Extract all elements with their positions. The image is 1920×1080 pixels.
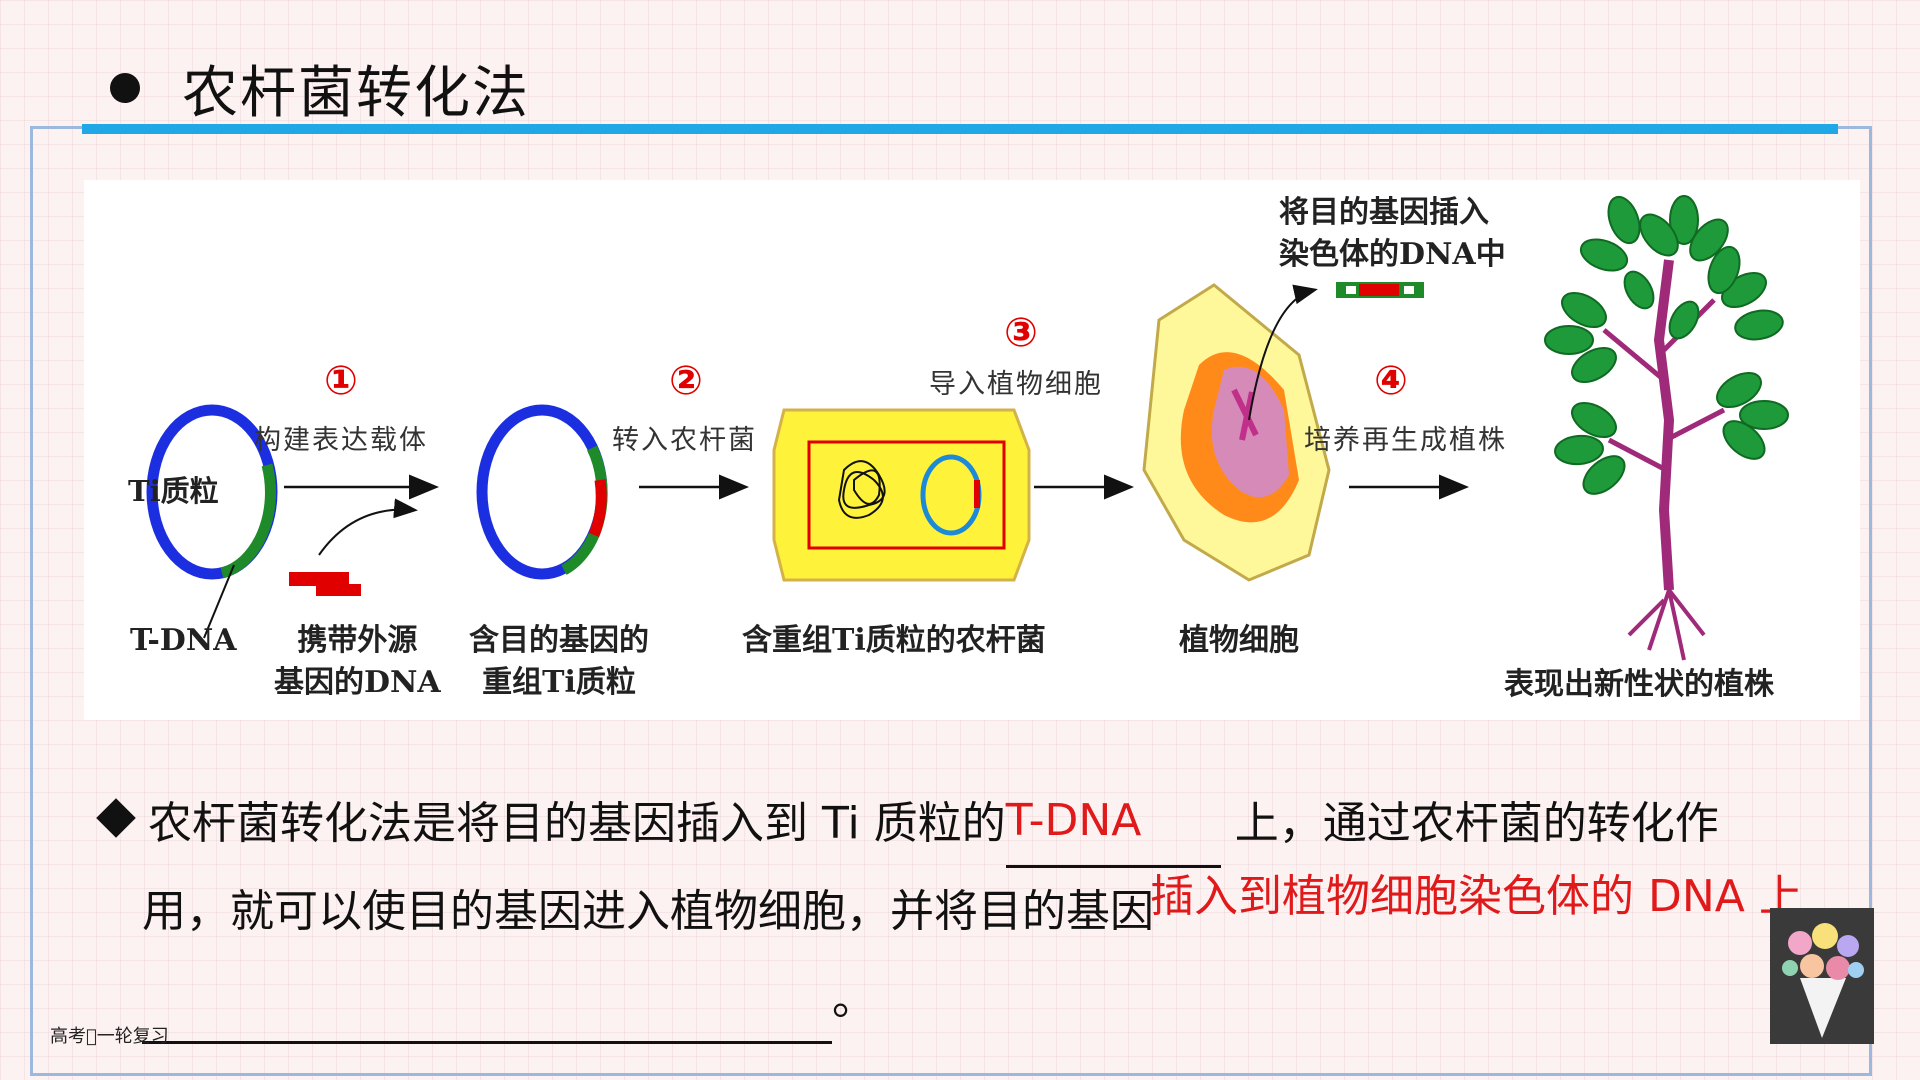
flower-bouquet-image <box>1770 908 1874 1044</box>
insert-label-line-2: 染色体的DNA中 <box>1279 237 1506 272</box>
insert-label: 将目的基因插入 染色体的DNA中 <box>1279 192 1506 276</box>
bouquet-graphic <box>1782 923 1864 1038</box>
paragraph-line-3: 。 <box>96 956 1856 1044</box>
title-row: 农杆菌转化法 <box>110 48 530 128</box>
footer-text: 高考 一轮复习 <box>50 1026 169 1047</box>
step-4-number: ④ <box>1374 358 1408 404</box>
answer-blank-1: T-DNA <box>1005 795 1221 868</box>
paragraph-line-2: 用，就可以使目的基因进入植物细胞，并将目的基因 <box>96 868 1856 956</box>
step-1-number: ① <box>324 358 358 404</box>
paragraph-part-1: 农杆菌转化法是将目的基因插入到 Ti 质粒的 <box>148 798 1006 849</box>
insert-label-line-1: 将目的基因插入 <box>1279 195 1489 230</box>
step-2-label: 转入农杆菌 <box>612 425 757 456</box>
agrobacterium <box>772 408 1031 582</box>
plant-cell <box>1142 283 1331 582</box>
donor-dna-label: 携带外源 基因的DNA <box>274 620 441 704</box>
ti-plasmid-label: Ti质粒 <box>128 474 219 508</box>
donor-label-line-2: 基因的DNA <box>274 665 441 700</box>
page-title: 农杆菌转化法 <box>182 60 530 126</box>
recombinant-plasmid-label: 含目的基因的 重组Ti质粒 <box>469 620 649 704</box>
paragraph-part-2: 上，通过农杆菌的转化作 <box>1220 798 1719 849</box>
plant-label: 表现出新性状的植株 <box>1504 667 1774 702</box>
donor-label-line-1: 携带外源 <box>297 623 418 658</box>
recomb-label-line-2: 重组Ti质粒 <box>482 665 636 700</box>
paragraph-part-3: 用，就可以使目的基因进入植物细胞，并将目的基因 <box>142 886 1154 937</box>
step-4-label: 培养再生成植株 <box>1304 425 1507 456</box>
title-underline <box>82 124 1838 134</box>
step-3-label: 导入植物细胞 <box>929 369 1103 400</box>
plant-cell-label: 植物细胞 <box>1179 623 1299 658</box>
ti-plasmid <box>146 404 278 639</box>
recombinant-plasmid <box>476 404 608 580</box>
tdna-label: T-DNA <box>130 623 237 658</box>
step-2-number: ② <box>669 358 703 404</box>
step-3-number: ③ <box>1004 310 1038 356</box>
transgenic-plant <box>1544 195 1789 661</box>
diamond-bullet <box>96 798 136 838</box>
answer-2: 插入到植物细胞染色体的 DNA 上 <box>1150 871 1803 922</box>
answer-1: T-DNA <box>1005 795 1142 846</box>
recomb-label-line-1: 含目的基因的 <box>469 623 649 658</box>
answer-blank-2 <box>142 981 832 1044</box>
donor-dna <box>289 498 418 596</box>
diagram-graphics <box>146 195 1789 661</box>
title-bullet <box>110 73 140 103</box>
paragraph-end: 。 <box>832 974 876 1025</box>
transformation-diagram: Ti质粒 T-DNA 携带外源 基因的DNA 含目的基因的 重组Ti质粒 含重组… <box>84 180 1860 720</box>
step-1-label: 构建表达载体 <box>254 425 428 456</box>
chromosome-dna-insert <box>1336 282 1424 298</box>
bacterium-label: 含重组Ti质粒的农杆菌 <box>742 623 1046 658</box>
